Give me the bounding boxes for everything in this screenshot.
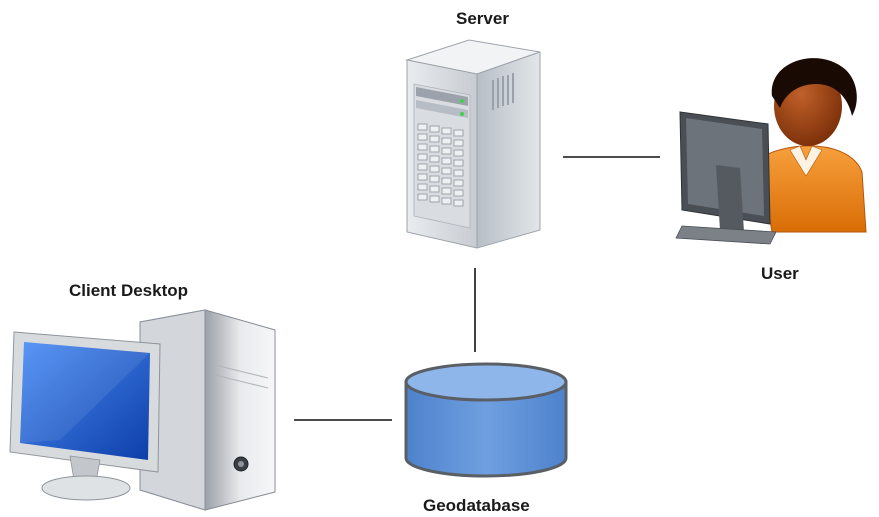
server-label: Server <box>456 9 509 28</box>
client-desktop-label: Client Desktop <box>69 281 189 300</box>
geodatabase-label: Geodatabase <box>423 496 530 515</box>
desktop-computer-icon <box>9 309 276 511</box>
database-cylinder-icon <box>404 362 568 478</box>
server-tower-icon <box>405 39 541 249</box>
user-label: User <box>761 264 799 283</box>
user-at-monitor-icon <box>675 58 867 245</box>
